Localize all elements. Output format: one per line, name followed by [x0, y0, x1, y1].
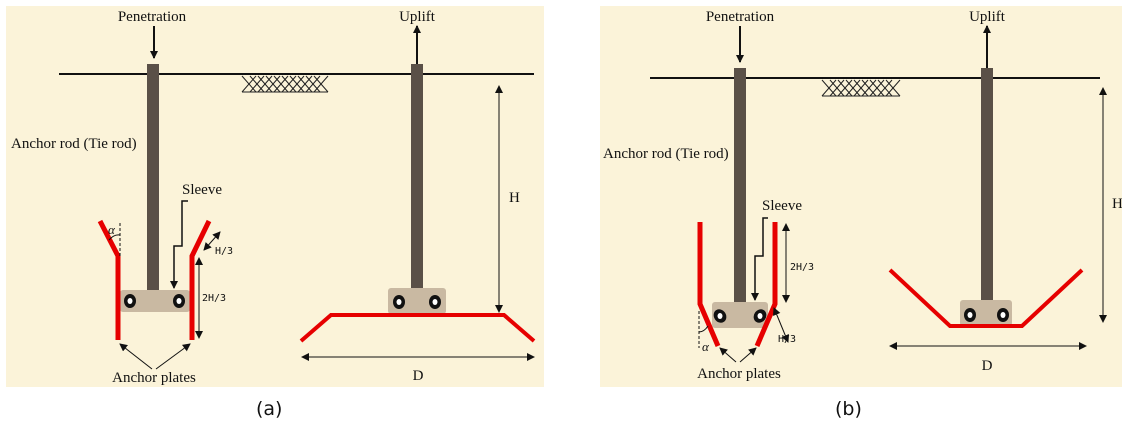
two-h-third-label: 2H/3 — [202, 293, 226, 304]
h-third-dimension — [772, 307, 790, 343]
anchor-plates-pointer-right — [155, 343, 191, 370]
penetration-label: Penetration — [118, 9, 187, 25]
anchor-rod-label: Anchor rod (Tie rod) — [11, 136, 137, 152]
anchor-rod-uplift — [411, 64, 423, 290]
anchor-plate-right — [189, 219, 212, 340]
sleeve-label: Sleeve — [182, 182, 222, 198]
anchor-rod — [147, 64, 159, 292]
alpha-label: α — [108, 222, 116, 237]
panel-b-diagram: Penetration Anchor rod (Tie rod) Sleeve … — [600, 6, 1123, 387]
anchor-plate-left — [97, 219, 121, 340]
anchor-plate-right — [754, 222, 778, 347]
uplift-label: Uplift — [399, 9, 436, 25]
anchor-rod — [734, 68, 746, 304]
panel-a: Penetration Anchor rod (Tie rod) Sleeve … — [6, 6, 544, 387]
anchor-rod-uplift — [981, 68, 993, 302]
h-label: H — [1112, 196, 1122, 212]
caption-a: (a) — [256, 398, 283, 420]
h-label: H — [509, 190, 520, 206]
panel-b: Penetration Anchor rod (Tie rod) Sleeve … — [600, 6, 1123, 387]
anchor-plate-v — [888, 268, 1084, 328]
panel-a-diagram: Penetration Anchor rod (Tie rod) Sleeve … — [6, 6, 544, 387]
caption-b: (b) — [835, 398, 862, 420]
penetration-label: Penetration — [706, 9, 775, 25]
anchor-plates-pointer-left — [719, 347, 737, 363]
panel-b-background — [600, 6, 1122, 387]
anchor-plate-left — [697, 222, 721, 347]
soil-hatch — [821, 79, 901, 97]
sleeve — [120, 290, 190, 312]
anchor-plates-pointer-right — [739, 347, 757, 363]
anchor-plates-label: Anchor plates — [112, 370, 196, 386]
panel-a-background — [6, 6, 544, 387]
h-third-label: H/3 — [215, 246, 233, 257]
anchor-rod-label: Anchor rod (Tie rod) — [603, 146, 729, 162]
anchor-plates-pointer-left — [119, 343, 153, 370]
d-label: D — [982, 358, 993, 374]
h-third-label: H/3 — [778, 334, 796, 345]
uplift-label: Uplift — [969, 9, 1006, 25]
d-label: D — [413, 368, 424, 384]
sleeve — [712, 302, 768, 328]
sleeve-pointer — [170, 200, 188, 289]
alpha-label: α — [702, 339, 710, 354]
sleeve-pointer — [751, 217, 768, 301]
two-h-third-label: 2H/3 — [790, 262, 814, 273]
anchor-plates-label: Anchor plates — [697, 366, 781, 382]
anchor-plate-open — [299, 313, 536, 343]
sleeve-label: Sleeve — [762, 198, 802, 214]
h-third-dimension — [203, 231, 221, 251]
soil-hatch — [241, 75, 329, 93]
